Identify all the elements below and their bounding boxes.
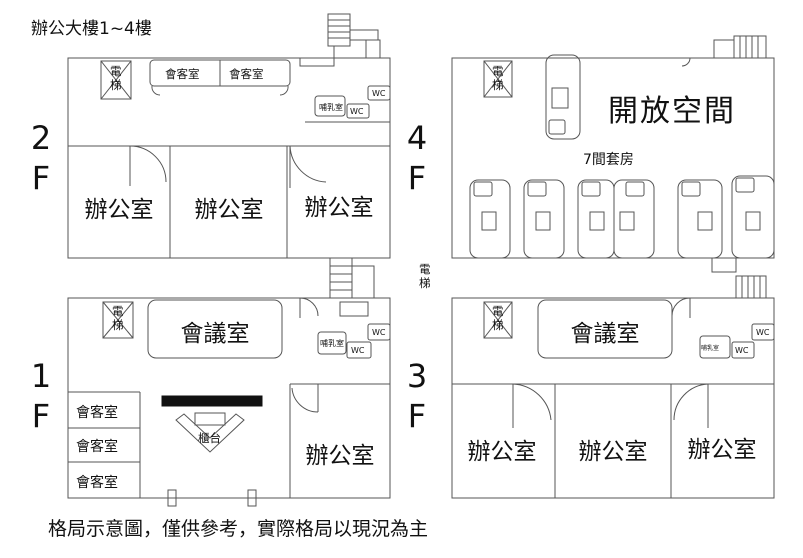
- meeting-room-1f: 會議室: [180, 321, 250, 347]
- floor-1f-plan: [67, 297, 391, 507]
- floor-3f-number: 3: [406, 357, 428, 395]
- floor-3f-outline: [451, 297, 775, 499]
- floor-4f-letter: F: [407, 159, 427, 197]
- office-3f-2: 辦公室: [578, 439, 648, 465]
- meeting-room-3f: 會議室: [570, 321, 640, 347]
- floor-1f-letter: F: [31, 397, 51, 435]
- floor-4f-outline: [451, 57, 775, 259]
- elevator-label-2f: 電 梯: [110, 64, 122, 92]
- elevator-label-4f: 電 梯: [492, 64, 504, 92]
- nursing-room-1f: 哺乳室: [320, 339, 344, 348]
- floor-2f-outline: [67, 57, 391, 259]
- nursing-room-3f: 哺乳室: [701, 345, 720, 352]
- wc-2f-1: WC: [350, 107, 364, 116]
- wc-3f-2: WC: [756, 328, 770, 337]
- reception-room-1f-2: 會客室: [76, 439, 118, 455]
- counter-label-1f: 櫃台: [198, 431, 221, 445]
- wc-2f-2: WC: [372, 89, 386, 98]
- office-3f-1: 辦公室: [467, 439, 537, 465]
- counter-wall-1f: [161, 395, 263, 407]
- office-3f-3: 辦公室: [687, 437, 757, 463]
- page-title: 辦公大樓1~4樓: [31, 19, 152, 39]
- nursing-room-2f: 哺乳室: [319, 103, 343, 112]
- floor-4f-plan: [451, 35, 775, 299]
- floor-3f-plan: [451, 297, 775, 499]
- office-2f-1: 辦公室: [84, 197, 154, 223]
- wc-3f-1: WC: [735, 346, 749, 355]
- elevator-box-2f: [100, 60, 132, 100]
- elevator-box-4f: [483, 60, 513, 98]
- elevator-label-between: 電 梯: [419, 262, 431, 290]
- office-2f-2: 辦公室: [194, 197, 264, 223]
- floor-2f-number: 2: [30, 119, 52, 157]
- office-2f-3: 辦公室: [304, 195, 374, 221]
- elevator-box-1f: [102, 301, 134, 339]
- wc-1f-1: WC: [351, 346, 365, 355]
- floor-4f-number: 4: [406, 119, 428, 157]
- floor-2f-letter: F: [31, 159, 51, 197]
- elevator-label-3f: 電 梯: [492, 304, 504, 332]
- office-1f: 辦公室: [305, 443, 375, 469]
- floor-1f-number: 1: [30, 357, 52, 395]
- reception-room-2f-1: 會客室: [165, 67, 200, 81]
- reception-room-1f-3: 會客室: [76, 475, 118, 491]
- disclaimer-caption: 格局示意圖，僅供參考，實際格局以現況為主: [48, 518, 429, 540]
- open-space-4f: 開放空間: [608, 94, 736, 129]
- wc-1f-2: WC: [372, 328, 386, 337]
- reception-room-2f-2: 會客室: [229, 67, 264, 81]
- elevator-label-1f: 電 梯: [112, 304, 124, 332]
- elevator-box-3f: [483, 301, 513, 339]
- floor-3f-letter: F: [407, 397, 427, 435]
- floor-2f-plan: [67, 13, 391, 259]
- reception-room-1f-1: 會客室: [76, 405, 118, 421]
- suites-label-4f: 7間套房: [583, 152, 634, 168]
